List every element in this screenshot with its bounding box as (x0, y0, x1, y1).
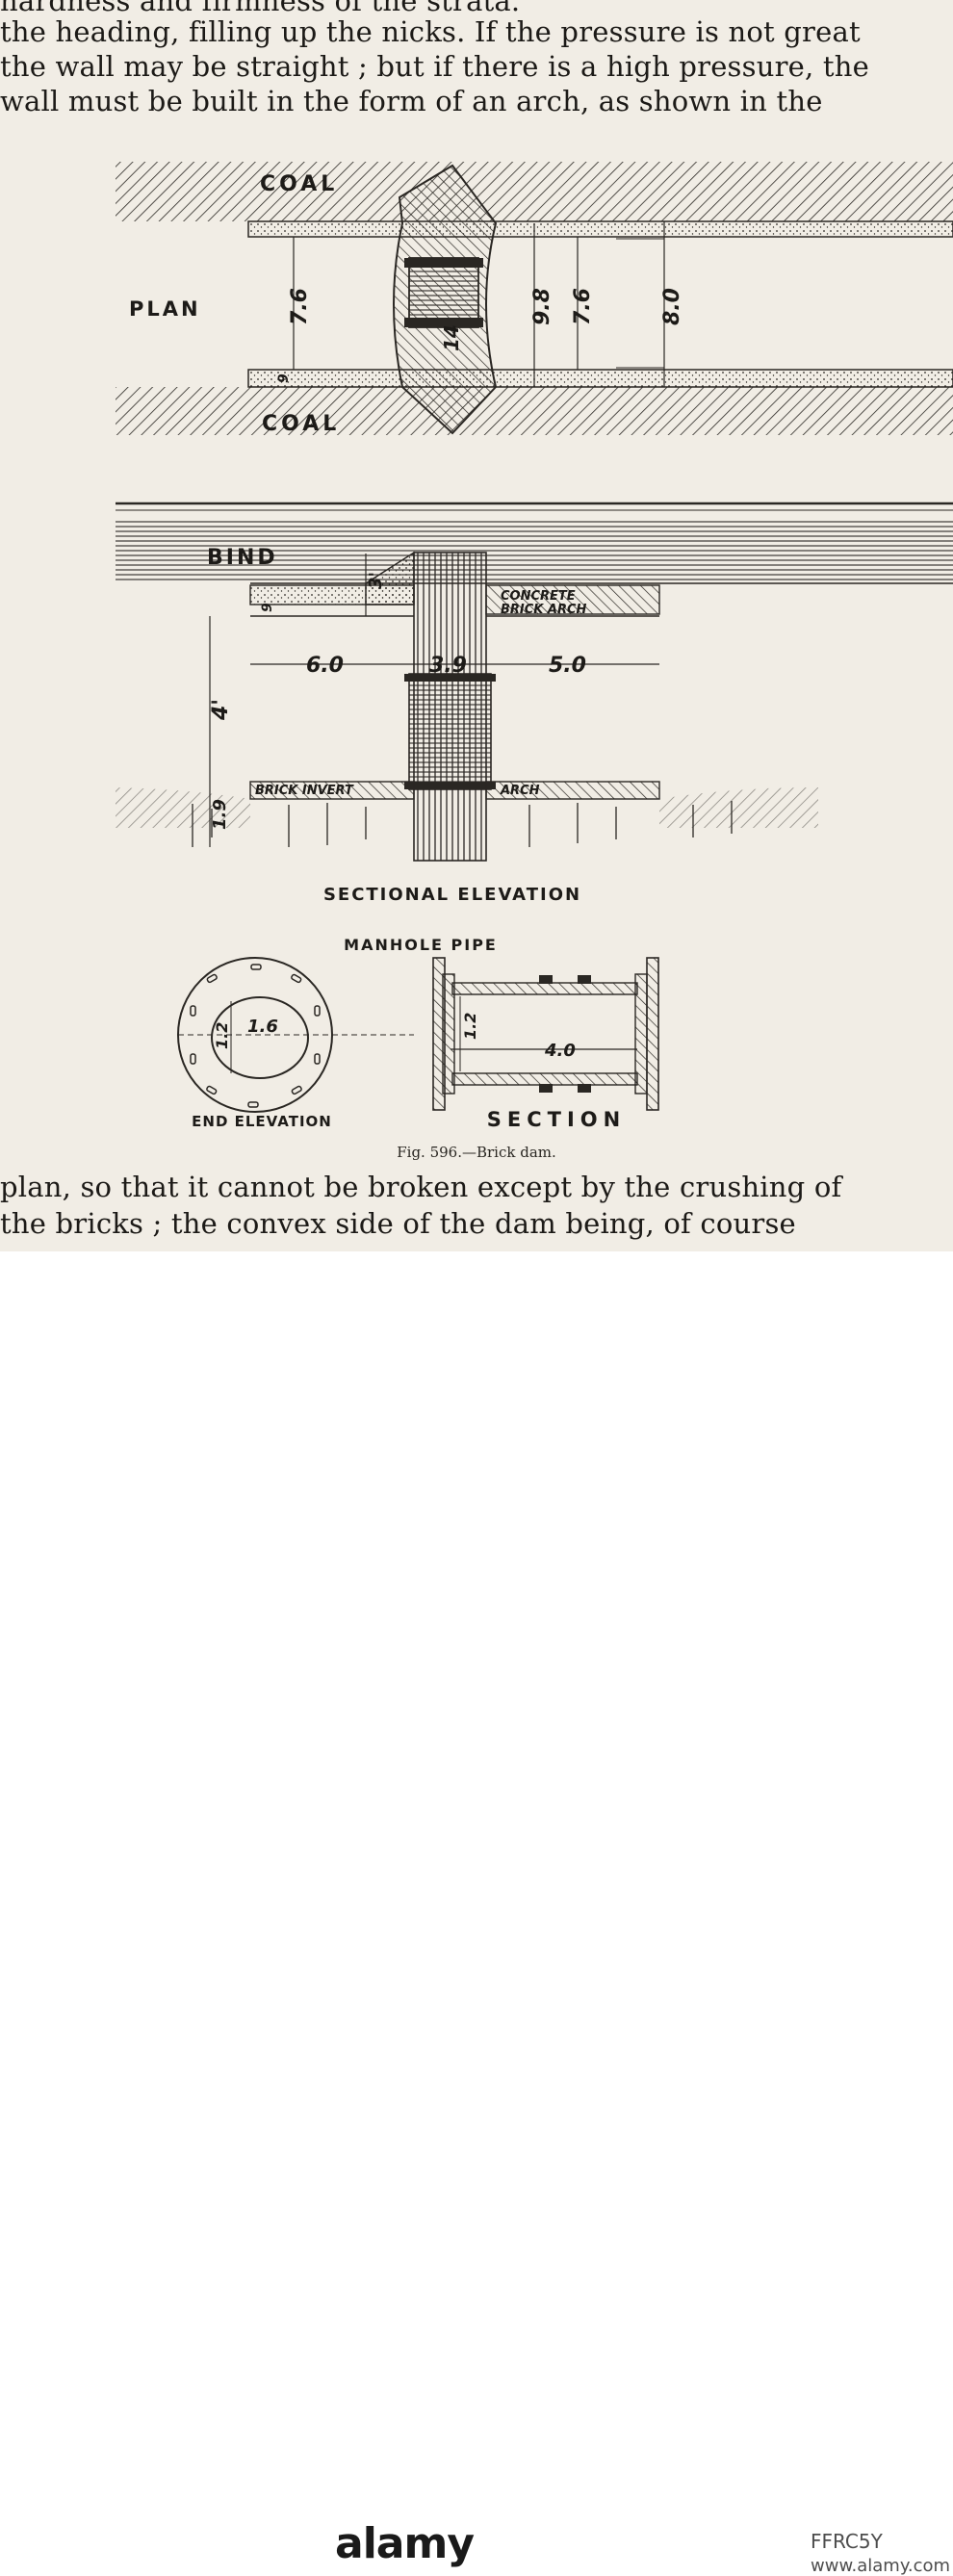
manhole-pipe-view: MANHOLE PIPE 1.6 1.2 (177, 936, 659, 1131)
image-id: FFRC5Y (811, 2530, 883, 2553)
coal-top-label: COAL (260, 172, 338, 196)
pipe-dim-1: 1.2 (213, 1022, 231, 1049)
pipe-plan (408, 257, 479, 328)
text-line-6: the bricks ; the convex side of the dam … (0, 1207, 796, 1240)
pipe-end-inner (211, 996, 309, 1079)
elev-dim-2: 5.0 (549, 654, 586, 678)
text-line-3: the wall may be straight ; but if there … (0, 50, 869, 83)
elev-dim-3: 4' (209, 699, 233, 721)
invert-arch-band (485, 781, 660, 800)
brick-dam-figure: PLAN COAL COAL 7.6 9.8 7.6 8.0 14 9 (116, 162, 953, 1131)
bolt-holes (190, 964, 321, 1108)
end-elevation-label: END ELEVATION (192, 1113, 332, 1130)
elev-dim-4: 1.9 (210, 799, 230, 830)
plan-dim-5: 9 (276, 374, 292, 383)
sectional-elevation-view: BIND CONCRETE BRICK ARCH BRICK INVERT AR… (116, 502, 953, 905)
manhole-pipe-title: MANHOLE PIPE (344, 936, 498, 954)
coal-bottom-hatch (116, 387, 953, 435)
elev-dim-5: 3' (366, 572, 386, 589)
stock-url: www.alamy.com (811, 2556, 951, 2576)
pipe-dim-2: 1.2 (461, 1013, 479, 1040)
text-line-4: wall must be built in the form of an arc… (0, 85, 823, 117)
brick-arch-band (485, 584, 660, 615)
heading-clear (241, 221, 953, 387)
text-line-5: plan, so that it cannot be broken except… (0, 1171, 842, 1203)
figure-caption: Fig. 596.—Brick dam. (397, 1144, 556, 1161)
pipe-dim-0: 1.6 (247, 1017, 278, 1037)
brick-invert-label: BRICK INVERT (255, 784, 354, 798)
bind-label: BIND (207, 546, 278, 570)
plan-dim-2: 7.6 (571, 288, 595, 325)
lining-bottom (247, 369, 953, 388)
coal-top-hatch (116, 162, 953, 221)
text-line-2: the heading, filling up the nicks. If th… (0, 15, 861, 48)
scanned-page: hardness and firmness of the strata. the… (0, 0, 953, 1251)
pipe-dim-3: 4.0 (544, 1041, 576, 1061)
elev-dim-1: 3.9 (429, 654, 467, 678)
section-label: SECTION (487, 1108, 626, 1131)
pipe-section-body (452, 977, 635, 1091)
concrete-label: CONCRETE (501, 589, 576, 604)
elev-dim-6: 9 (260, 603, 275, 612)
plan-title: PLAN (129, 297, 201, 321)
sectional-elevation-title: SECTIONAL ELEVATION (323, 885, 581, 905)
pipe-through-dam (408, 673, 492, 790)
plan-dim-3: 8.0 (660, 288, 684, 325)
text-line-1: hardness and firmness of the strata. (0, 0, 521, 17)
arch-label: ARCH (500, 784, 540, 798)
brick-invert-band (249, 781, 415, 800)
plan-view: PLAN COAL COAL 7.6 9.8 7.6 8.0 14 9 (116, 162, 953, 436)
plan-dim-1: 9.8 (530, 288, 554, 325)
plan-dim-4: 14 (440, 324, 463, 351)
brick-arch-label: BRICK ARCH (501, 603, 587, 617)
coal-bottom-label: COAL (262, 412, 340, 436)
stock-watermark-banner: alamy FFRC5Y www.alamy.com (0, 1251, 953, 2576)
alamy-logo: alamy (335, 2519, 475, 2568)
bind-strata (116, 518, 953, 583)
elev-dim-0: 6.0 (306, 654, 344, 678)
lining-top (247, 220, 953, 238)
plan-dim-0: 7.6 (288, 288, 312, 325)
